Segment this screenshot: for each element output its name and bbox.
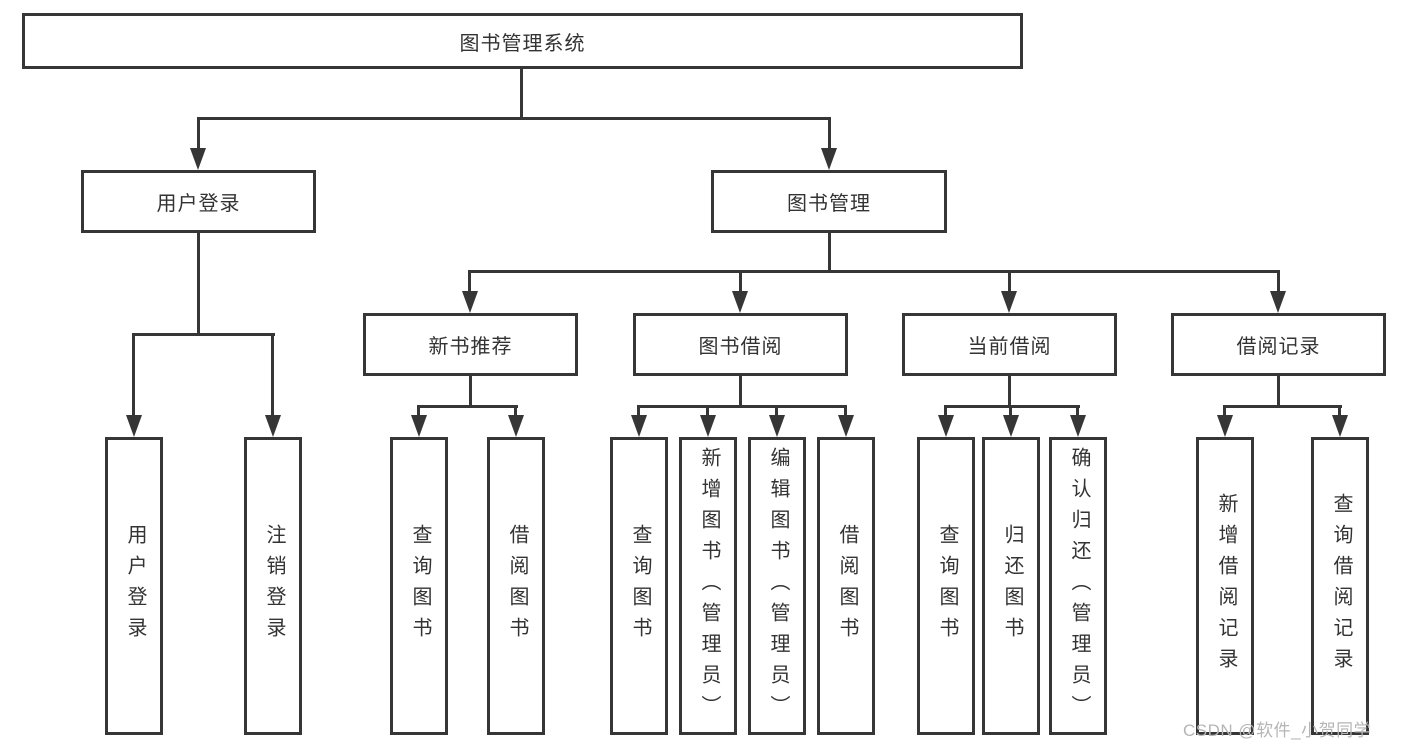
leaf-recommend-query-books: 查询图书 [390, 437, 448, 735]
arrow-down-icon [126, 415, 142, 437]
connector-line [739, 270, 742, 293]
arrow-down-icon [508, 415, 524, 437]
arrow-down-icon [769, 415, 785, 437]
connector-line [132, 333, 135, 417]
leaf-records-add-record: 新增借阅记录 [1196, 437, 1254, 735]
node-new-book-recommend: 新书推荐 [363, 313, 578, 376]
node-book-borrowing: 图书借阅 [633, 313, 848, 376]
arrow-down-icon [631, 415, 647, 437]
leaf-logout: 注销登录 [244, 437, 302, 735]
arrow-down-icon [938, 415, 954, 437]
connector-line [637, 405, 847, 408]
connector-line [944, 405, 1080, 408]
connector-line [944, 405, 947, 419]
arrow-down-icon [1070, 415, 1086, 437]
node-user-login: 用户登录 [81, 170, 316, 233]
connector-line [828, 233, 831, 273]
leaf-borrow-add-books-admin: 新增图书（管理员） [679, 437, 737, 735]
connector-line [1008, 270, 1011, 293]
leaf-borrow-borrow-books: 借阅图书 [817, 437, 875, 735]
connector-line [844, 405, 847, 419]
connector-line [1076, 405, 1079, 419]
arrow-down-icon [411, 415, 427, 437]
node-current-borrowing: 当前借阅 [902, 313, 1117, 376]
arrow-down-icon [838, 415, 854, 437]
leaf-current-return-books: 归还图书 [982, 437, 1040, 735]
leaf-current-confirm-return-admin: 确认归还（管理员） [1049, 437, 1107, 735]
connector-line [637, 405, 640, 419]
connector-line [520, 69, 523, 120]
arrow-down-icon [190, 148, 206, 170]
node-book-management: 图书管理 [711, 170, 947, 233]
node-borrowing-records: 借阅记录 [1171, 313, 1386, 376]
arrow-down-icon [732, 291, 748, 313]
connector-line [1277, 376, 1280, 408]
leaf-current-query-books: 查询图书 [917, 437, 975, 735]
connector-line [1223, 405, 1342, 408]
connector-line [197, 117, 200, 150]
connector-line [514, 405, 517, 419]
connector-line [197, 117, 831, 120]
arrow-down-icon [1332, 415, 1348, 437]
leaf-borrow-edit-books-admin: 编辑图书（管理员） [748, 437, 806, 735]
connector-line [1009, 405, 1012, 419]
connector-line [1277, 270, 1280, 293]
connector-line [417, 405, 518, 408]
connector-line [828, 117, 831, 150]
connector-line [706, 405, 709, 419]
connector-line [468, 270, 1280, 273]
watermark: CSDN @软件_小贺同学 [1183, 721, 1372, 740]
connector-line [271, 333, 274, 417]
arrow-down-icon [821, 148, 837, 170]
arrow-down-icon [1003, 415, 1019, 437]
arrow-down-icon [462, 291, 478, 313]
connector-line [739, 376, 742, 408]
connector-line [417, 405, 420, 419]
connector-line [469, 376, 472, 408]
arrow-down-icon [265, 415, 281, 437]
arrow-down-icon [1270, 291, 1286, 313]
connector-line [1008, 376, 1011, 408]
connector-line [1338, 405, 1341, 419]
arrow-down-icon [1217, 415, 1233, 437]
arrow-down-icon [700, 415, 716, 437]
leaf-borrow-query-books: 查询图书 [610, 437, 668, 735]
leaf-recommend-borrow-books: 借阅图书 [487, 437, 545, 735]
arrow-down-icon [1001, 291, 1017, 313]
connector-line [197, 233, 200, 336]
connector-line [132, 333, 275, 336]
connector-line [1223, 405, 1226, 419]
leaf-records-query-record: 查询借阅记录 [1311, 437, 1369, 735]
connector-line [468, 270, 471, 293]
node-library-management-system: 图书管理系统 [22, 13, 1023, 69]
connector-line [775, 405, 778, 419]
leaf-user-login: 用户登录 [105, 437, 163, 735]
